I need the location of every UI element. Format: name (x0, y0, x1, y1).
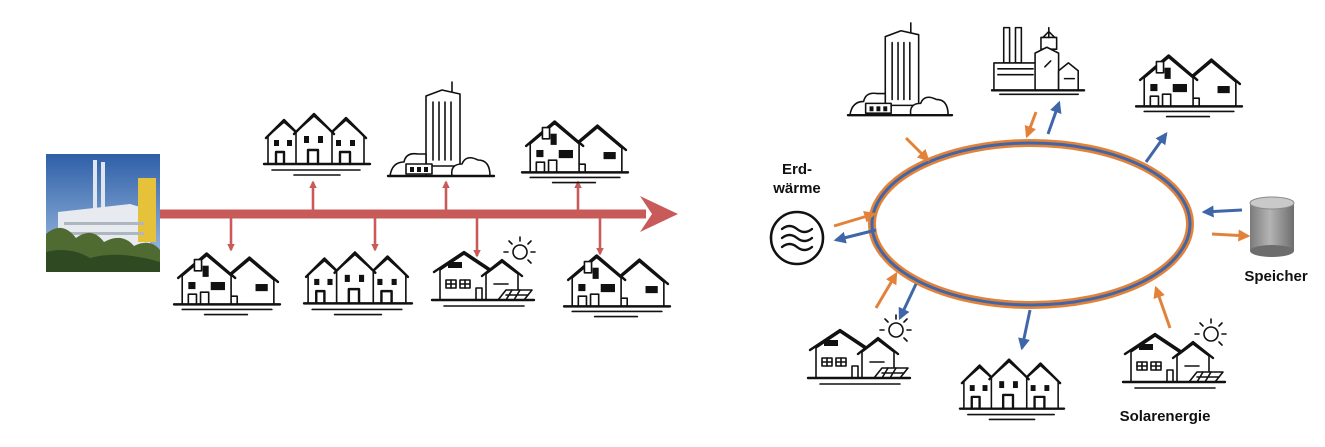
solar-house-icon (1121, 317, 1228, 390)
geothermal-icon (769, 210, 825, 266)
factory-icon (990, 26, 1086, 96)
flow-arrows (833, 100, 1251, 351)
row-houses-icon (262, 112, 372, 177)
heat-ring-inner (870, 141, 1192, 307)
office-tower-icon (846, 21, 954, 117)
solar-house-icon (430, 235, 537, 308)
office-tower-icon (386, 80, 496, 178)
storage-tank-icon (1249, 196, 1295, 257)
solar-label: Solarenergie (1120, 408, 1211, 425)
house-pair-icon (562, 254, 672, 318)
solar-house-icon (806, 313, 913, 386)
storage-label: Speicher (1244, 268, 1308, 285)
main-pipe-arrowhead (640, 196, 678, 232)
geothermal-label-line2: wärme (772, 180, 821, 197)
geothermal-label-line1: Erd- (782, 161, 812, 178)
district-heating-diagram (46, 80, 678, 318)
row-houses-icon (302, 251, 414, 316)
power-plant-image (46, 154, 160, 272)
heat-ring-diagram: Erd- wärme Speicher Solarenergie (769, 21, 1308, 425)
house-pair-icon (1134, 54, 1244, 118)
house-pair-icon (520, 120, 630, 184)
house-pair-icon (172, 252, 282, 316)
row-houses-icon (958, 358, 1066, 421)
branch-arrows (227, 180, 604, 258)
